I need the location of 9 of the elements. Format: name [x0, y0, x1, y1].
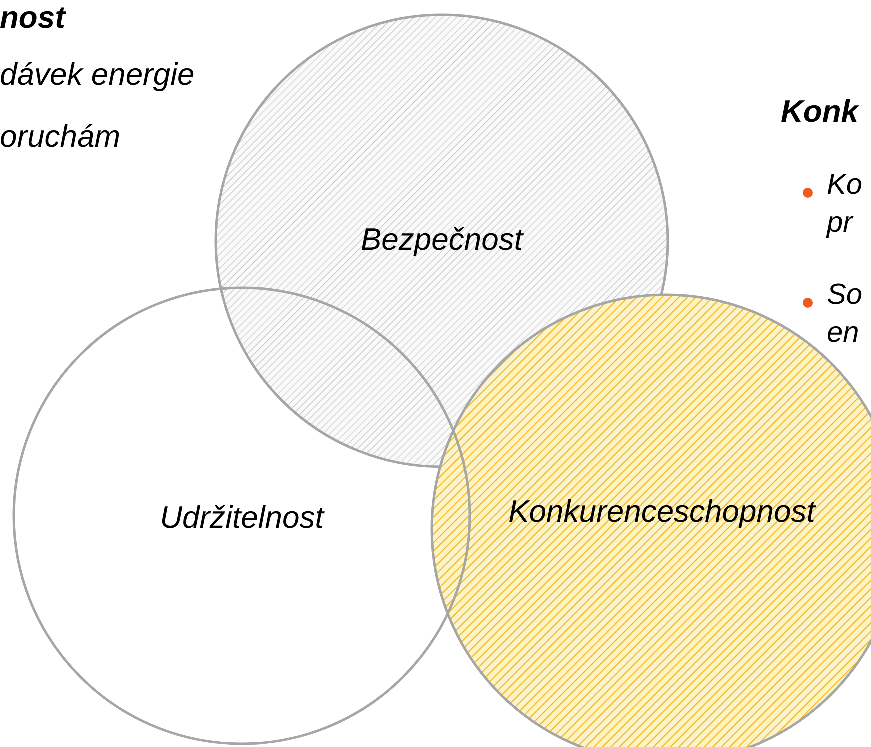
- heading-text: nost: [0, 2, 66, 33]
- circle-label: Bezpečnost: [361, 222, 523, 258]
- heading-text: Konk: [781, 96, 858, 127]
- bullet-text: Ko pr: [827, 168, 864, 241]
- note-text: oruchám: [0, 121, 121, 152]
- note-text: dávek energie: [0, 59, 195, 90]
- venn-circle: [12, 286, 472, 746]
- circle-label: Udržitelnost: [160, 500, 324, 536]
- bullet-text: So en: [827, 278, 864, 351]
